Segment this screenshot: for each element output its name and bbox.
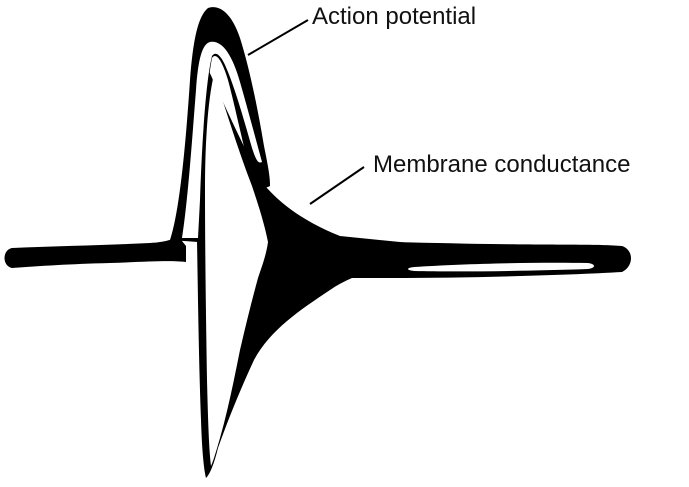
action-potential-inner-loop — [182, 41, 262, 238]
action-potential-label: Action potential — [312, 3, 477, 30]
leader-line-action-potential — [247, 19, 309, 56]
leader-line-membrane-conductance — [309, 166, 365, 205]
membrane-conductance-label: Membrane conductance — [373, 151, 631, 178]
baseline-trace-left — [4, 236, 186, 268]
conductance-inner-region — [205, 74, 268, 466]
baseline-inner-gap — [408, 262, 594, 272]
